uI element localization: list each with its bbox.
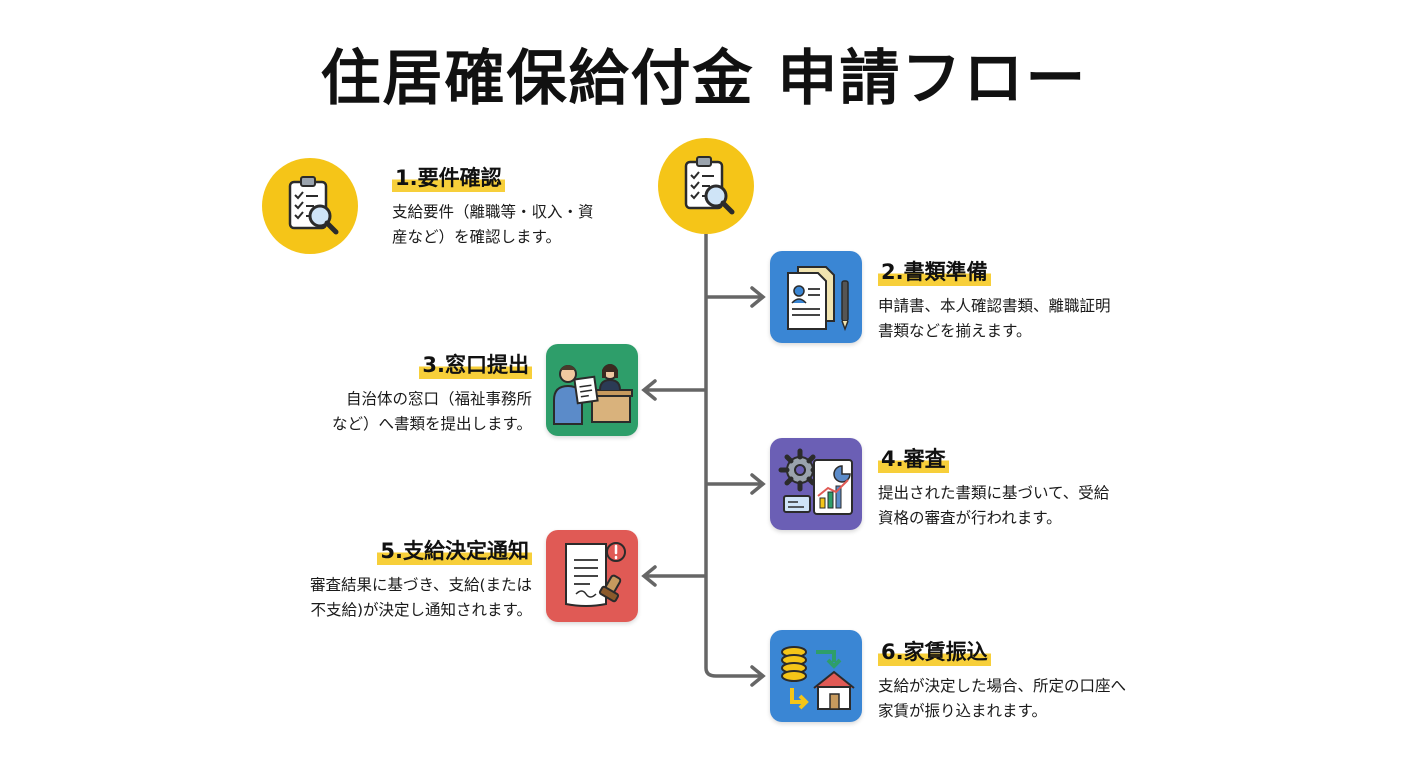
step-5: 5.支給決定通知 審査結果に基づき、支給(または 不支給)が決定し通知されます。	[232, 535, 532, 623]
step-6-title: 6.家賃振込	[878, 636, 991, 666]
step-1: 1.要件確認 支給要件（離職等・収入・資 産など）を確認します。	[392, 162, 652, 250]
step-3: 3.窓口提出 自治体の窓口（福祉事務所 など）へ書類を提出します。	[252, 349, 532, 437]
flow-arrow-to-step-6	[704, 667, 762, 678]
clipboard-search-icon	[262, 158, 358, 254]
coins-house-icon	[770, 630, 862, 722]
flow-arrowhead-step-4	[750, 473, 766, 495]
step-3-desc: 自治体の窓口（福祉事務所 など）へ書類を提出します。	[332, 390, 532, 433]
flow-arrowhead-step-6	[750, 665, 766, 687]
step-3-title: 3.窓口提出	[419, 349, 532, 379]
step-4: 4.審査 提出された書類に基づいて、受給 資格の審査が行われます。	[878, 443, 1178, 531]
step-5-title: 5.支給決定通知	[377, 535, 532, 565]
documents-pen-icon	[770, 251, 862, 343]
step-6-desc: 支給が決定した場合、所定の口座へ 家賃が振り込まれます。	[878, 677, 1127, 720]
gear-chart-icon	[770, 438, 862, 530]
step-5-desc: 審査結果に基づき、支給(または 不支給)が決定し通知されます。	[310, 576, 532, 619]
step-6: 6.家賃振込 支給が決定した場合、所定の口座へ 家賃が振り込まれます。	[878, 636, 1188, 724]
counter-submit-icon	[546, 344, 638, 436]
page-title: 住居確保給付金 申請フロー	[320, 44, 1088, 114]
step-4-title: 4.審査	[878, 443, 949, 473]
step-2-desc: 申請書、本人確認書類、離職証明 書類などを揃えます。	[878, 297, 1111, 340]
clipboard-search-icon	[658, 138, 754, 234]
step-1-title: 1.要件確認	[392, 162, 505, 192]
step-4-desc: 提出された書類に基づいて、受給 資格の審査が行われます。	[878, 484, 1110, 527]
flow-arrowhead-step-2	[750, 286, 766, 308]
notice-stamp-icon	[546, 530, 638, 622]
flow-arrowhead-step-3	[641, 379, 657, 401]
step-2-title: 2.書類準備	[878, 256, 991, 286]
step-1-desc: 支給要件（離職等・収入・資 産など）を確認します。	[392, 203, 594, 246]
flow-arrowhead-step-5	[641, 565, 657, 587]
step-2: 2.書類準備 申請書、本人確認書類、離職証明 書類などを揃えます。	[878, 256, 1178, 344]
